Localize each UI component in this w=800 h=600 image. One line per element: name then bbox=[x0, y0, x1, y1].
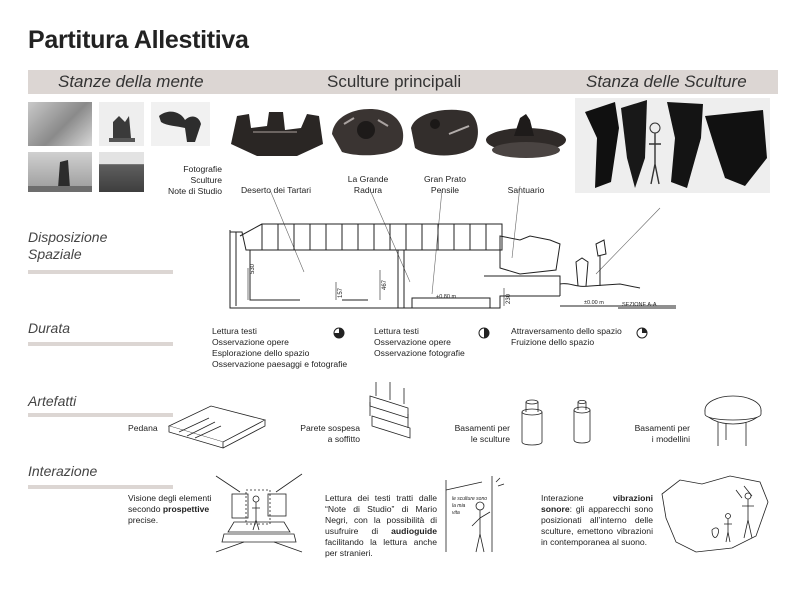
pedana-drawing bbox=[167, 405, 267, 449]
sculpture-gran-prato-pensile bbox=[409, 104, 481, 160]
basamenti-sculture-drawing bbox=[521, 399, 591, 446]
photo-sculpture-figure bbox=[151, 102, 210, 146]
section-label-interazione: Interazione bbox=[28, 463, 98, 479]
dim-label-3: 467 bbox=[382, 279, 388, 290]
section-label-durata: Durata bbox=[28, 320, 71, 336]
interazione-vibrazioni-text: Interazione vibrazioni sonore: gli appar… bbox=[541, 493, 653, 547]
section-label-aa: SEZIONE A-A bbox=[622, 302, 657, 308]
sculpture-grande-radura bbox=[330, 104, 406, 160]
level-label-2: ±0.00 m bbox=[584, 300, 604, 306]
sculpture-deserto-tartari bbox=[227, 100, 327, 160]
note-di-studio-sketch bbox=[445, 476, 505, 553]
clock-icon-3 bbox=[636, 327, 648, 339]
prospettive-sketch bbox=[215, 473, 303, 553]
photo-rock-field bbox=[99, 152, 144, 192]
parete-sospesa-drawing bbox=[369, 382, 411, 439]
interazione-note-text: Lettura dei testi tratti dalle “Note di … bbox=[325, 493, 437, 558]
photo-sculpture-small bbox=[99, 102, 144, 146]
band-label-stanze-mente: Stanze della mente bbox=[58, 72, 204, 91]
sculpture-caption-4: Santuario bbox=[507, 185, 545, 195]
vibrazioni-sonore-sketch bbox=[661, 475, 769, 553]
section-rule-artefatti bbox=[28, 413, 173, 417]
dim-label-2: 157 bbox=[338, 287, 344, 298]
band-label-sculture-principali: Sculture principali bbox=[327, 72, 462, 91]
photo-monolith bbox=[28, 152, 92, 192]
basamenti-modellini-drawing bbox=[704, 395, 762, 446]
page-title: Partitura Allestitiva bbox=[28, 26, 249, 54]
photo-stanza-sculture bbox=[575, 98, 770, 193]
section-rule-disposizione bbox=[28, 270, 173, 274]
clock-icon-1 bbox=[333, 327, 345, 339]
dim-label-4: 230 bbox=[506, 293, 512, 304]
level-label-1: +0.80 m bbox=[436, 294, 457, 300]
photo-landscape-1 bbox=[28, 102, 92, 146]
dim-label-1: 530 bbox=[250, 263, 256, 274]
interazione-prospettive-text: Visione degli elementi secondo prospetti… bbox=[128, 493, 212, 525]
clock-icon-2 bbox=[478, 327, 490, 339]
section-rule-durata bbox=[28, 342, 173, 346]
sculpture-santuario bbox=[484, 112, 568, 162]
artefatto-pedana-label: Pedana bbox=[128, 423, 158, 433]
header-band bbox=[28, 70, 778, 94]
band-label-stanza-sculture: Stanza delle Sculture bbox=[586, 72, 747, 91]
section-rule-interazione bbox=[28, 485, 173, 489]
sculpture-caption-1: Deserto dei Tartari bbox=[240, 185, 312, 195]
section-label-artefatti: Artefatti bbox=[28, 393, 77, 409]
